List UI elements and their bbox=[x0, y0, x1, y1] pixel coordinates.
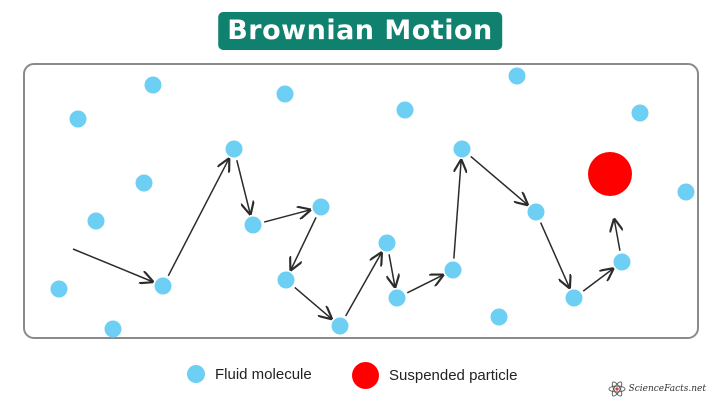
motion-arrows bbox=[72, 155, 620, 318]
motion-arrow bbox=[291, 217, 317, 269]
fluid-molecule bbox=[508, 67, 526, 85]
path-molecules bbox=[154, 140, 631, 335]
fluid-molecule bbox=[277, 271, 295, 289]
motion-arrow bbox=[72, 248, 152, 282]
motion-arrow bbox=[167, 159, 228, 277]
logo-text: ScienceFacts.net bbox=[628, 384, 706, 394]
fluid-molecule bbox=[154, 277, 172, 295]
fluid-molecule bbox=[378, 234, 396, 252]
fluid-molecule bbox=[104, 320, 122, 338]
fluid-molecule bbox=[50, 280, 68, 298]
motion-arrow bbox=[539, 222, 570, 288]
motion-arrow bbox=[453, 160, 461, 259]
fluid-molecule bbox=[69, 110, 87, 128]
motion-arrow bbox=[406, 275, 442, 294]
legend: Fluid molecule Suspended particle bbox=[0, 362, 720, 392]
legend-label-fluid-molecule: Fluid molecule bbox=[215, 365, 312, 383]
suspended-particle-swatch bbox=[352, 362, 379, 389]
motion-arrow bbox=[263, 210, 310, 223]
fluid-molecule bbox=[631, 104, 649, 122]
fluid-molecule bbox=[444, 261, 462, 279]
fluid-molecule bbox=[388, 289, 406, 307]
legend-item-suspended-particle: Suspended particle bbox=[352, 362, 517, 389]
legend-item-fluid-molecule: Fluid molecule bbox=[187, 365, 312, 383]
fluid-molecule bbox=[613, 253, 631, 271]
atom-icon bbox=[608, 381, 625, 397]
fluid-molecule bbox=[144, 76, 162, 94]
fluid-molecule bbox=[225, 140, 243, 158]
fluid-molecule bbox=[677, 183, 695, 201]
motion-arrow bbox=[389, 254, 395, 286]
fluid-molecule-swatch bbox=[187, 365, 205, 383]
fluid-molecule bbox=[453, 140, 471, 158]
sciencefacts-logo: ScienceFacts.net bbox=[608, 380, 706, 398]
motion-arrow bbox=[582, 269, 613, 292]
fluid-molecule bbox=[527, 203, 545, 221]
fluid-molecule bbox=[490, 308, 508, 326]
motion-arrow bbox=[470, 155, 527, 204]
motion-arrow bbox=[236, 159, 250, 214]
fluid-molecules bbox=[50, 67, 695, 338]
fluid-molecule bbox=[565, 289, 583, 307]
legend-label-suspended-particle: Suspended particle bbox=[389, 367, 518, 384]
fluid-molecule bbox=[135, 174, 153, 192]
fluid-molecule bbox=[244, 216, 262, 234]
fluid-molecule bbox=[276, 85, 294, 103]
fluid-molecule bbox=[87, 212, 105, 230]
fluid-molecule bbox=[312, 198, 330, 216]
fluid-molecule bbox=[396, 101, 414, 119]
motion-arrow bbox=[294, 286, 331, 318]
suspended-particle bbox=[588, 152, 632, 196]
motion-arrow bbox=[345, 253, 382, 317]
motion-arrow bbox=[614, 220, 620, 251]
fluid-molecule bbox=[331, 317, 349, 335]
diagram-title: Brownian Motion bbox=[218, 12, 502, 50]
fluid-container bbox=[23, 63, 699, 339]
